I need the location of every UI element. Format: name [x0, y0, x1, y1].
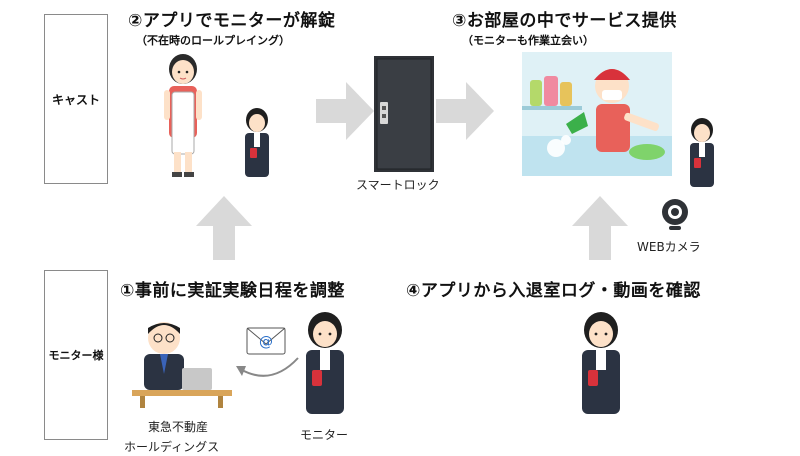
smart-lock-door-icon — [374, 56, 434, 172]
monitor-person-step1 — [306, 312, 344, 414]
monitor-person-witness — [690, 118, 714, 187]
camera-icon — [662, 199, 688, 230]
step3-title: ③お部屋の中でサービス提供 — [452, 11, 677, 31]
role-box-cast: キャスト — [44, 14, 108, 184]
arrow-up-1 — [196, 196, 252, 260]
smart-lock-caption: スマートロック — [356, 178, 440, 192]
arrow-right-1 — [316, 82, 374, 140]
step3-subtitle: （モニターも作業立会い） — [462, 34, 594, 47]
company-caption-line1: 東急不動産 — [148, 420, 209, 434]
step2-subtitle: （不在時のロールプレイング） — [136, 34, 290, 47]
cleaning-service-illustration — [522, 52, 672, 176]
cast-staff-illustration — [164, 54, 202, 177]
role-label-cast: キャスト — [51, 92, 100, 107]
monitor-person-small — [245, 108, 269, 177]
step2-title: ②アプリでモニターが解錠 — [128, 11, 336, 31]
arrow-up-2 — [572, 196, 628, 260]
at-sign-icon: @ — [259, 334, 273, 350]
company-caption-line2: ホールディングス — [124, 440, 220, 454]
envelope-icon: @ — [246, 327, 286, 355]
web-camera-caption: WEBカメラ — [637, 240, 701, 254]
monitor-caption: モニター — [300, 428, 349, 442]
step1-title: ①事前に実証実験日程を調整 — [120, 281, 345, 301]
role-label-monitor: モニター様 — [48, 349, 104, 362]
role-box-monitor: モニター様 — [44, 270, 108, 440]
arrow-right-2 — [436, 82, 494, 140]
step4-title: ④アプリから入退室ログ・動画を確認 — [406, 281, 701, 301]
monitor-person-step4 — [582, 312, 620, 414]
company-staff-illustration — [132, 322, 232, 408]
send-curve-arrow — [236, 357, 299, 377]
